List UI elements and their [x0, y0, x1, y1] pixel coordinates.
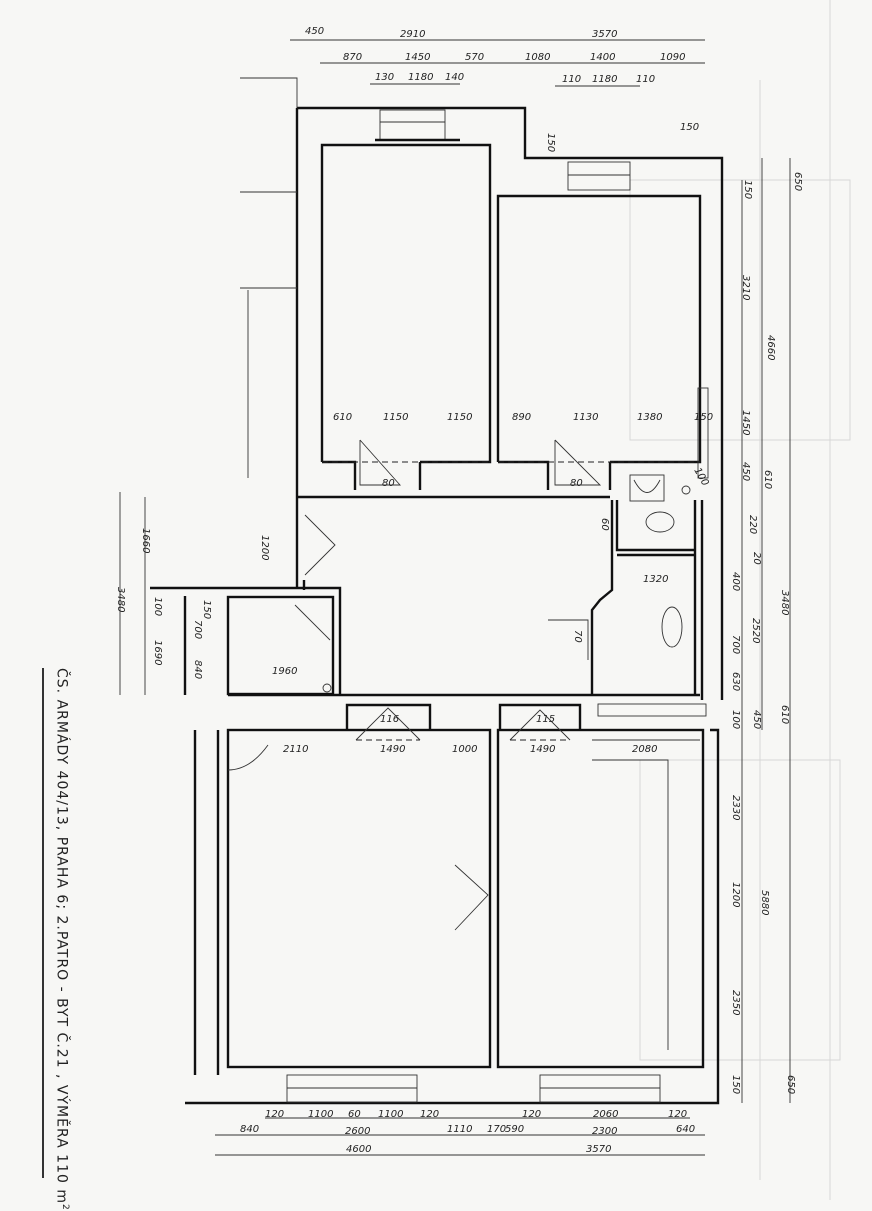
dim-label: 1180 — [592, 74, 617, 85]
dim-label: 4600 — [346, 1144, 371, 1155]
dim-label: 2330 — [730, 795, 741, 820]
dim-label: 1320 — [643, 574, 668, 585]
dim-label: 2110 — [283, 744, 308, 755]
dim-label: 150 — [694, 412, 713, 423]
dim-label: 220 — [747, 515, 758, 534]
dim-label: 650 — [792, 172, 803, 191]
dim-label: 150 — [730, 1075, 741, 1094]
dim-label: 120 — [420, 1109, 439, 1120]
dim-label: 610 — [333, 412, 352, 423]
bathroom-fixtures — [322, 387, 709, 717]
dimension-lines — [119, 39, 791, 1156]
dim-label: 590 — [505, 1124, 524, 1135]
dim-label: 150 — [680, 122, 699, 133]
dim-label: 150 — [201, 600, 212, 619]
dim-label: 570 — [465, 52, 484, 63]
dim-label: 2600 — [345, 1126, 370, 1137]
dim-label: 80 — [382, 478, 395, 489]
dim-label: 3480 — [115, 587, 126, 612]
dim-label: 60 — [599, 518, 610, 531]
dim-label: 1080 — [525, 52, 550, 63]
boiler-icon — [322, 683, 332, 693]
dim-label: 5880 — [759, 890, 770, 915]
title-superscript: 2 — [60, 1203, 70, 1211]
dim-label: 840 — [192, 660, 203, 679]
dim-label: 610 — [762, 470, 773, 489]
dim-label: 1400 — [590, 52, 615, 63]
dim-label: 1450 — [405, 52, 430, 63]
dim-label: 1090 — [660, 52, 685, 63]
dim-label: 110 — [562, 74, 581, 85]
dim-label: 170 — [487, 1124, 506, 1135]
dim-label: 150 — [545, 133, 556, 152]
dim-label: 2910 — [400, 29, 425, 40]
dim-label: 630 — [730, 672, 741, 691]
dim-label: 150 — [742, 180, 753, 199]
dim-label: 700 — [730, 635, 741, 654]
dim-label: 70 — [572, 630, 583, 643]
dim-label: 1110 — [447, 1124, 472, 1135]
dim-label: 1660 — [140, 528, 151, 553]
dimension-labels: 450 2910 3570 870 1450 570 1080 1400 109… — [115, 26, 803, 1155]
dim-label: 1960 — [272, 666, 297, 677]
dim-label: 1100 — [308, 1109, 333, 1120]
dim-label: 3570 — [592, 29, 617, 40]
dim-label: 1380 — [637, 412, 662, 423]
dim-label: 2520 — [750, 618, 761, 643]
dim-label: 610 — [779, 705, 790, 724]
dim-label: 2080 — [632, 744, 657, 755]
dim-label: 640 — [676, 1124, 695, 1135]
dim-label: 120 — [265, 1109, 284, 1120]
sink-icon — [633, 479, 661, 493]
dim-label: 2060 — [593, 1109, 618, 1120]
dim-label: 120 — [668, 1109, 687, 1120]
dim-label: 450 — [740, 462, 751, 481]
dim-label: 1490 — [530, 744, 555, 755]
dim-label: 1150 — [447, 412, 472, 423]
dim-label: 650 — [785, 1075, 796, 1094]
dim-label: 3210 — [740, 275, 751, 300]
toilet-icon — [645, 511, 675, 533]
dim-label: 890 — [512, 412, 531, 423]
dim-label: 870 — [343, 52, 362, 63]
dim-label: 1200 — [259, 535, 270, 560]
dim-label: 840 — [240, 1124, 259, 1135]
dim-label: 100 — [152, 597, 163, 616]
background-bleed — [629, 0, 851, 1200]
dim-label: 1490 — [380, 744, 405, 755]
dim-label: 1100 — [378, 1109, 403, 1120]
pipe-icon — [681, 485, 691, 495]
dim-label: 1130 — [573, 412, 598, 423]
dim-label: 1450 — [740, 410, 751, 435]
dim-label: 80 — [570, 478, 583, 489]
dim-label: 110 — [636, 74, 655, 85]
washbasin-icon — [661, 606, 683, 648]
dim-label: 3570 — [586, 1144, 611, 1155]
dim-label: 2300 — [592, 1126, 617, 1137]
dim-label: 1000 — [452, 744, 477, 755]
dim-label: 116 — [380, 714, 399, 725]
door-swings — [227, 439, 700, 931]
dim-label: 1690 — [152, 640, 163, 665]
dim-label: 4660 — [765, 335, 776, 360]
plan-title-address: ČS. ARMÁDY 404/13, PRAHA 6; 2.PATRO - BY… — [42, 668, 70, 1211]
walls — [150, 77, 724, 1105]
dim-label: 20 — [751, 552, 762, 565]
dim-label: 2350 — [730, 990, 741, 1015]
dim-label: 120 — [522, 1109, 541, 1120]
dim-label: 450 — [751, 710, 762, 729]
title-text: ČS. ARMÁDY 404/13, PRAHA 6; 2.PATRO - BY… — [53, 668, 70, 1204]
dim-label: 700 — [192, 620, 203, 639]
dim-label: 1180 — [408, 72, 433, 83]
dim-label: 130 — [375, 72, 394, 83]
dim-label: 450 — [305, 26, 324, 37]
dim-label: 3480 — [779, 590, 790, 615]
dim-label: 1150 — [383, 412, 408, 423]
dim-label: 400 — [730, 572, 741, 591]
dim-label: 1200 — [730, 882, 741, 907]
dim-label: 115 — [536, 714, 555, 725]
dim-label: 60 — [348, 1109, 361, 1120]
dim-label: 100 — [730, 710, 741, 729]
dim-label: 140 — [445, 72, 464, 83]
